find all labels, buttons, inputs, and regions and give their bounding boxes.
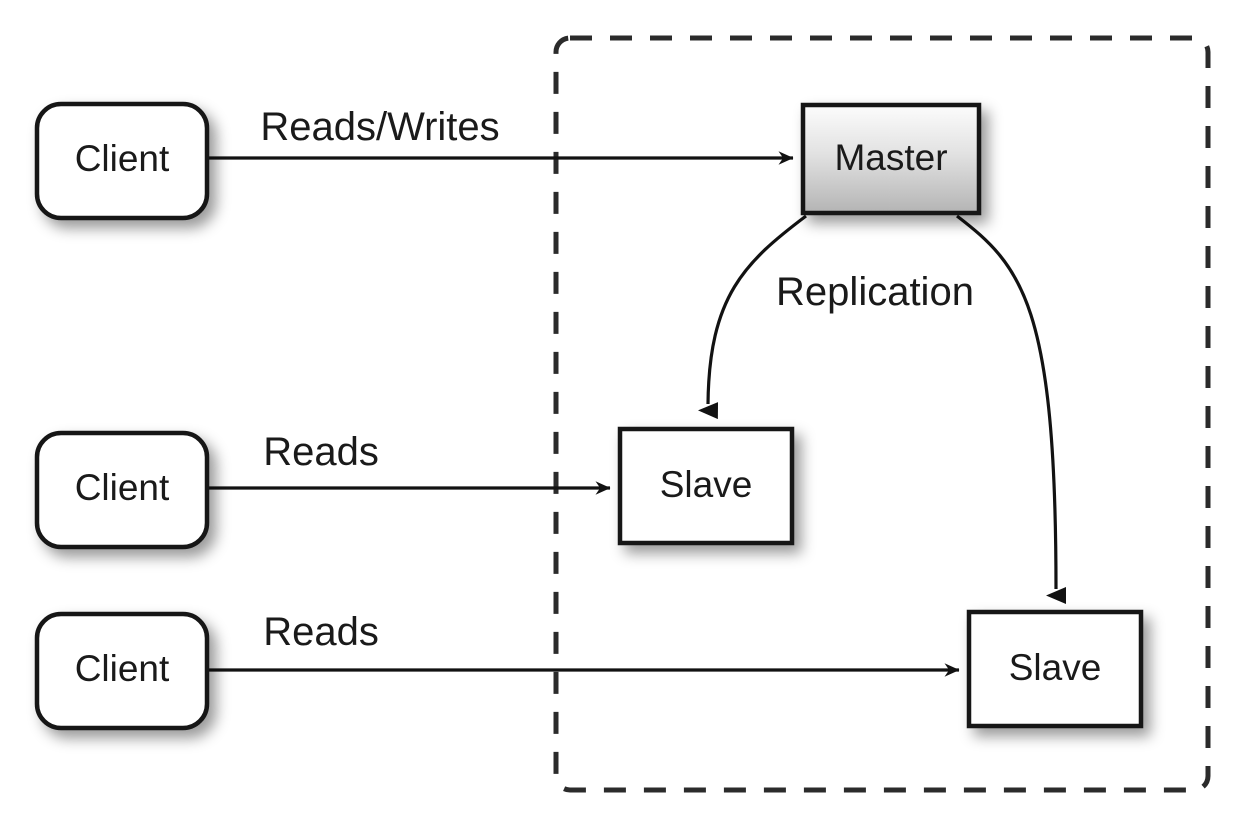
node-master[interactable]: Master — [800, 102, 982, 216]
client-3-box[interactable] — [34, 611, 210, 731]
client-1-label: Client — [75, 138, 170, 179]
edge-label-reads-slave2: Reads — [263, 610, 379, 654]
slave-2-label: Slave — [1009, 647, 1102, 688]
node-client-1[interactable]: Client — [34, 101, 210, 221]
master-label: Master — [834, 137, 947, 178]
slave-2-box[interactable] — [966, 609, 1144, 729]
slave-1-label: Slave — [660, 464, 753, 505]
replication-cluster-boundary — [553, 35, 1211, 793]
edge-label-reads-writes: Reads/Writes — [260, 105, 499, 149]
node-client-3[interactable]: Client — [34, 611, 210, 731]
slave-1-box[interactable] — [617, 426, 795, 546]
node-client-2[interactable]: Client — [34, 430, 210, 550]
edge-master-slave1 — [697, 214, 807, 420]
node-slave-2[interactable]: Slave — [966, 609, 1144, 729]
client-1-box[interactable] — [34, 101, 210, 221]
node-slave-1[interactable]: Slave — [617, 426, 795, 546]
client-2-label: Client — [75, 467, 170, 508]
client-3-label: Client — [75, 648, 170, 689]
master-box[interactable] — [800, 102, 982, 216]
edge-label-replication: Replication — [776, 270, 974, 314]
edge-label-reads-slave1: Reads — [263, 430, 379, 474]
edge-master-slave2 — [956, 214, 1067, 604]
client-2-box[interactable] — [34, 430, 210, 550]
